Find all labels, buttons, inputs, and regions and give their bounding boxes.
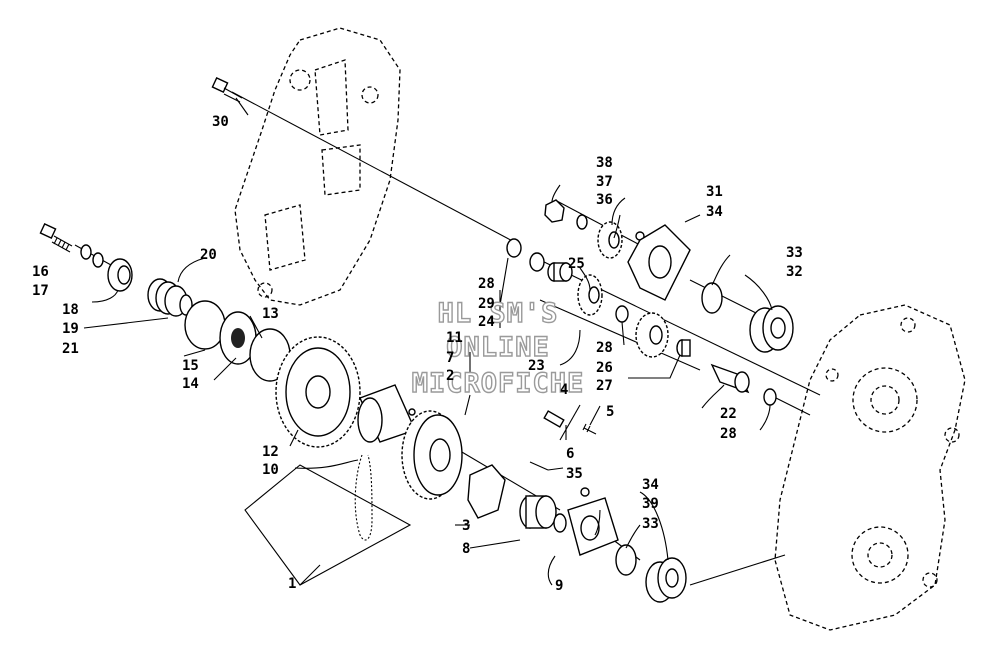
washer-18 xyxy=(92,252,104,268)
bolt-30 xyxy=(211,77,243,103)
callout-33-upper: 33 xyxy=(786,245,803,261)
callout-21: 21 xyxy=(62,341,79,357)
callout-37: 37 xyxy=(596,174,613,190)
callout-labels: 1 2 3 4 5 6 7 8 9 10 11 12 13 14 15 16 1… xyxy=(32,114,803,594)
callout-9: 9 xyxy=(555,578,563,594)
callout-1: 1 xyxy=(288,576,296,592)
callout-26: 26 xyxy=(596,360,613,376)
washer-28-upper xyxy=(506,238,522,258)
callout-20: 20 xyxy=(200,247,217,263)
shaft-22 xyxy=(710,363,750,394)
callout-4: 4 xyxy=(560,382,568,398)
callout-38: 38 xyxy=(596,155,613,171)
washer-37 xyxy=(576,214,588,230)
seal-33-lower xyxy=(615,544,637,576)
callout-19: 19 xyxy=(62,321,79,337)
bevel-gear-14 xyxy=(219,311,257,365)
plate-34-hole xyxy=(580,515,600,541)
callout-34-lower: 34 xyxy=(642,477,659,493)
callout-15: 15 xyxy=(182,358,199,374)
callout-34-upper: 34 xyxy=(706,204,723,220)
callout-22: 22 xyxy=(720,406,737,422)
gear-26 xyxy=(635,312,669,358)
watermark-line-2: ONLINE xyxy=(446,332,550,363)
bushing-24 xyxy=(547,262,573,282)
callout-3: 3 xyxy=(462,518,470,534)
callout-10: 10 xyxy=(262,462,279,478)
washer-28-mid xyxy=(615,305,629,323)
callout-29: 29 xyxy=(478,296,495,312)
callout-23: 23 xyxy=(528,358,545,374)
gear-10 xyxy=(401,410,463,500)
callout-12: 12 xyxy=(262,444,279,460)
callout-6: 6 xyxy=(566,446,574,462)
bearing-32 xyxy=(749,305,794,353)
screw-6 xyxy=(529,461,549,471)
screw-5 xyxy=(582,423,597,435)
watermark: HL SM'S ONLINE MICROFICHE xyxy=(411,297,585,399)
callout-30: 30 xyxy=(212,114,229,130)
callout-33-lower: 33 xyxy=(642,516,659,532)
callout-16: 16 xyxy=(32,264,49,280)
callout-5: 5 xyxy=(606,404,614,420)
callout-39: 39 xyxy=(642,496,659,512)
gear-25 xyxy=(577,274,603,316)
pin-7 xyxy=(408,408,416,416)
callout-17: 17 xyxy=(32,283,49,299)
nut-35 xyxy=(580,487,590,497)
watermark-line-1: HL SM'S xyxy=(438,298,559,329)
callout-24: 24 xyxy=(478,314,495,330)
callout-31: 31 xyxy=(706,184,723,200)
bearing-39 xyxy=(645,557,687,603)
shaft-11 xyxy=(357,384,416,443)
gear-36 xyxy=(597,221,623,259)
callout-7: 7 xyxy=(446,350,454,366)
seal-33-upper xyxy=(701,282,723,314)
washer-17 xyxy=(80,244,92,260)
bracket-3 xyxy=(467,464,506,519)
leader-lines xyxy=(83,97,773,586)
callout-27: 27 xyxy=(596,378,613,394)
washer-15 xyxy=(184,300,226,350)
chaincase-cover xyxy=(234,27,401,306)
bushing-27 xyxy=(676,339,691,357)
nut-38 xyxy=(544,199,565,223)
callout-14: 14 xyxy=(182,376,199,392)
watermark-line-3: MICROFICHE xyxy=(412,368,585,399)
callout-32: 32 xyxy=(786,264,803,280)
plate-31-hole xyxy=(648,245,672,279)
callout-28-right: 28 xyxy=(720,426,737,442)
callout-25: 25 xyxy=(568,256,585,272)
callout-18: 18 xyxy=(62,302,79,318)
callout-36: 36 xyxy=(596,192,613,208)
washer-9 xyxy=(553,513,567,533)
sprocket-12 xyxy=(275,336,361,448)
callout-2: 2 xyxy=(446,368,454,384)
drive-chain xyxy=(354,454,373,541)
washer-28-right xyxy=(763,388,777,406)
callout-11: 11 xyxy=(446,330,463,346)
spring-20 xyxy=(147,278,188,317)
bolt-16 xyxy=(39,223,73,253)
pin-4 xyxy=(543,410,565,428)
washer-29 xyxy=(529,252,545,272)
callout-28-upper: 28 xyxy=(478,276,495,292)
cup-19 xyxy=(107,258,133,292)
callout-28-mid: 28 xyxy=(596,340,613,356)
bearing-8 xyxy=(519,495,557,529)
callout-8: 8 xyxy=(462,541,470,557)
callout-35: 35 xyxy=(566,466,583,482)
gearcase-housing xyxy=(774,304,966,631)
callout-13: 13 xyxy=(262,306,279,322)
